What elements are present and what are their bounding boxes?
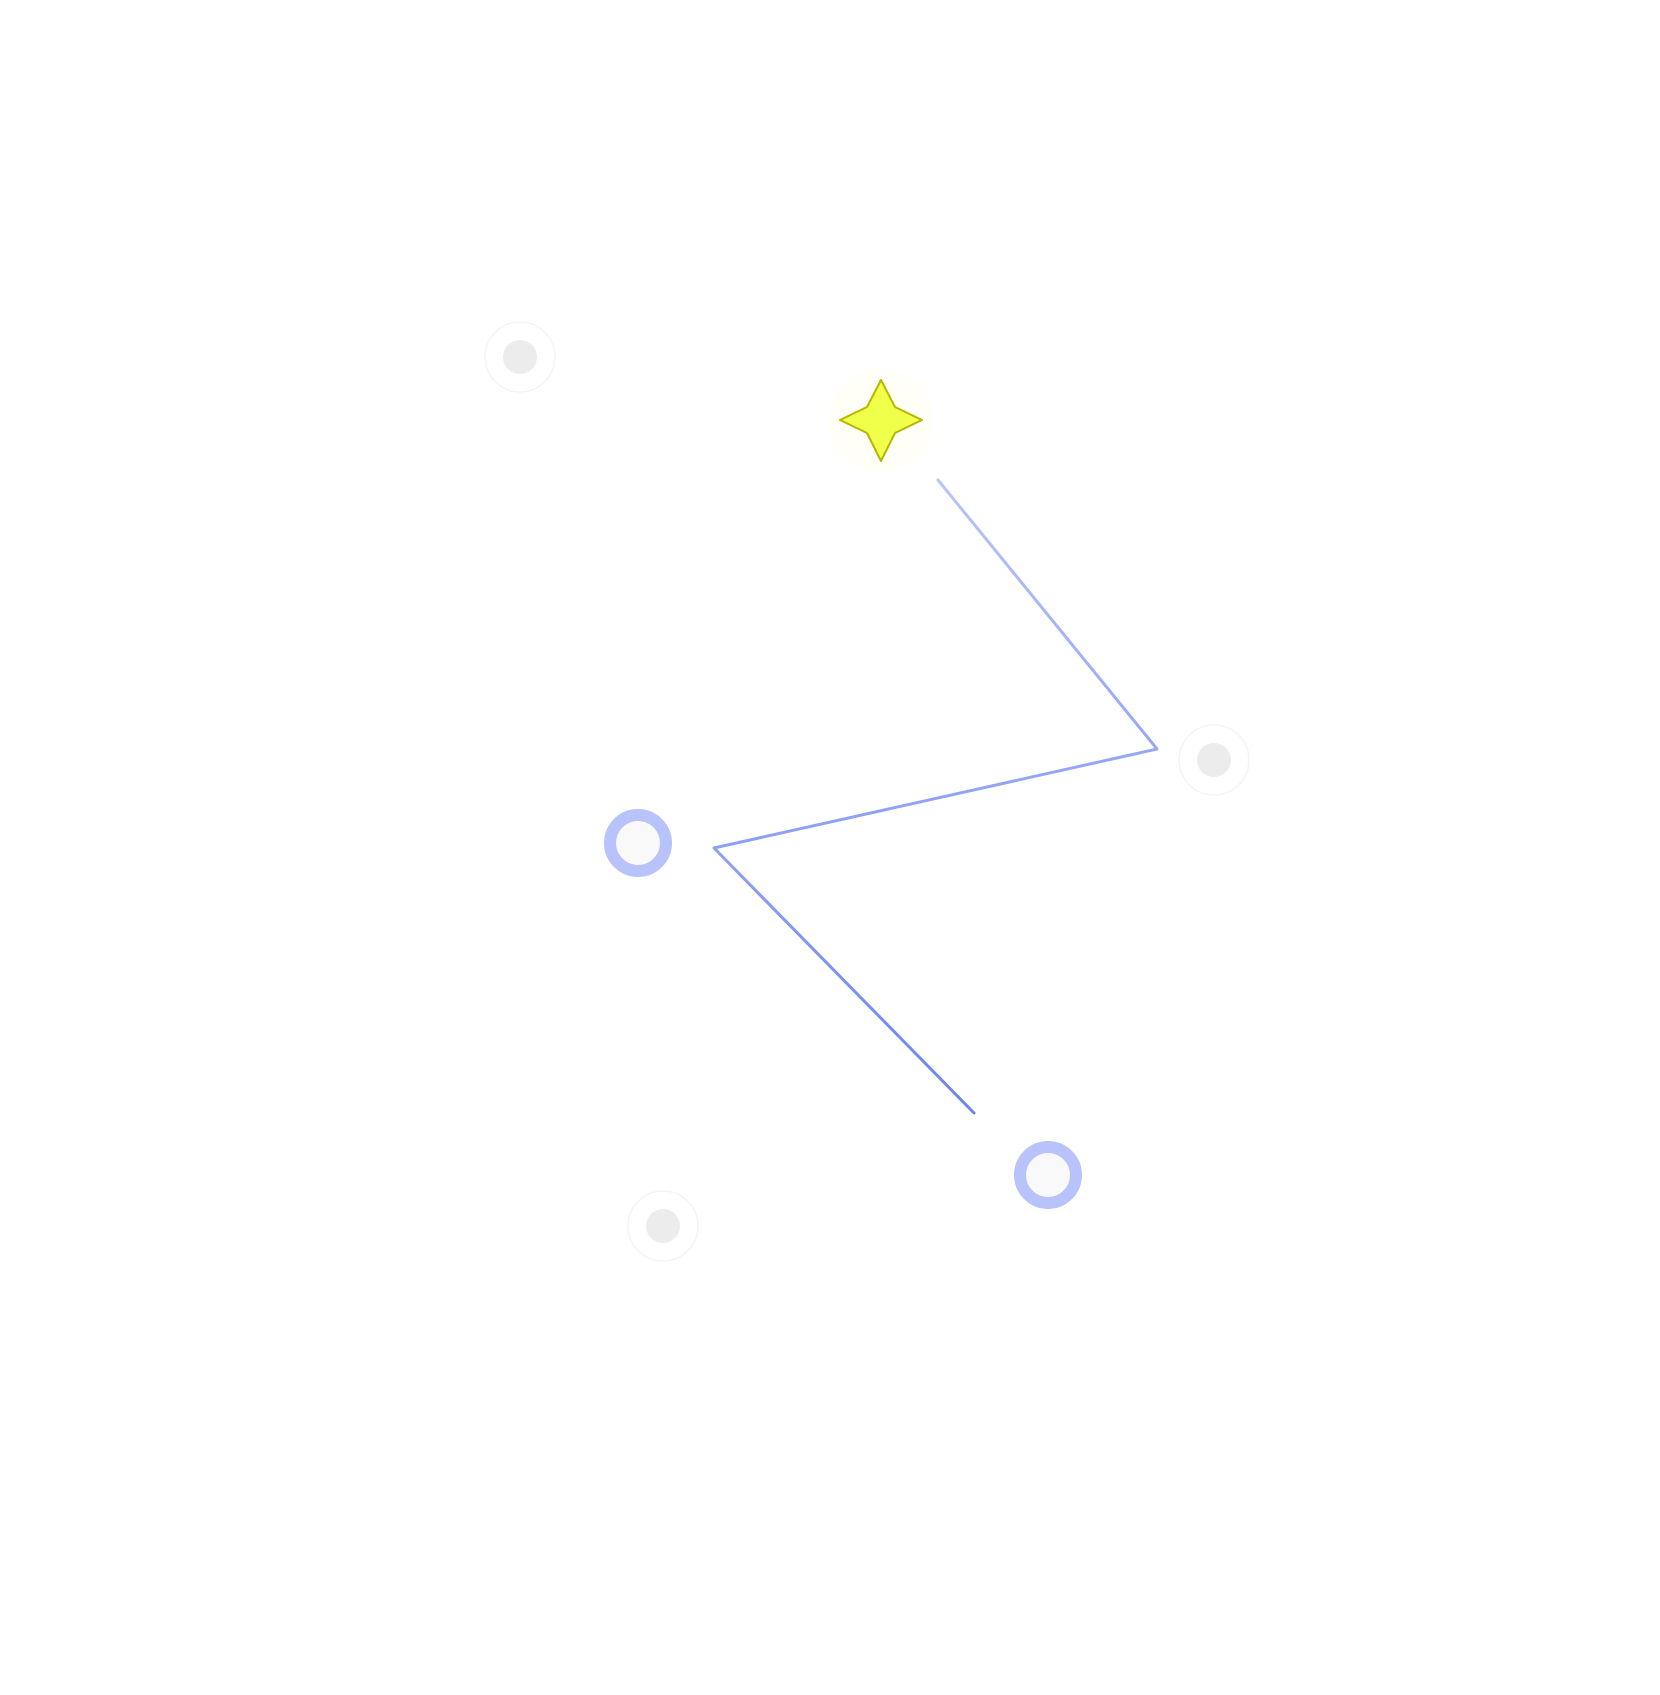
node-visited-left[interactable] [604, 809, 672, 877]
star-icon[interactable] [829, 368, 933, 472]
node-idle-bottom-left[interactable] [627, 1190, 699, 1262]
node-visited-bottom[interactable] [1014, 1141, 1082, 1209]
node-idle-right[interactable] [1178, 724, 1250, 796]
node-idle-top-left[interactable] [484, 321, 556, 393]
drawn-path [712, 478, 1159, 1115]
